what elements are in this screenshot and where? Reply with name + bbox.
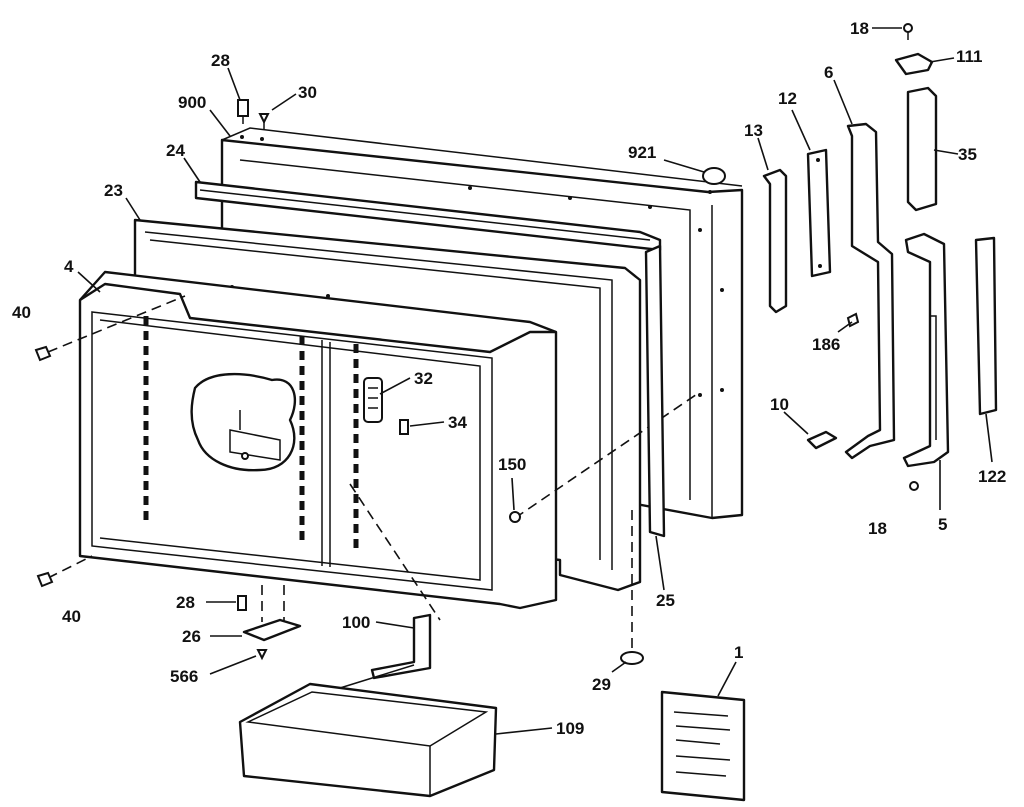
callout-5: 5 <box>938 515 947 534</box>
plug-921 <box>702 167 726 185</box>
callout-4: 4 <box>64 257 74 276</box>
callout-40-upper: 40 <box>12 303 31 322</box>
callout-900: 900 <box>178 93 206 112</box>
callout-34: 34 <box>448 413 467 432</box>
clip-34 <box>399 419 409 435</box>
callout-30: 30 <box>298 83 317 102</box>
screw-18-top <box>903 23 913 40</box>
callout-35: 35 <box>958 145 977 164</box>
shim-10 <box>806 430 838 450</box>
channel-35 <box>906 86 938 212</box>
bracket-26 <box>242 585 302 642</box>
callout-40-lower: 40 <box>62 607 81 626</box>
bracket-111 <box>894 52 934 76</box>
callout-32: 32 <box>414 369 433 388</box>
screw-150 <box>509 511 521 523</box>
callout-1: 1 <box>734 643 743 662</box>
callout-12: 12 <box>778 89 797 108</box>
callout-566: 566 <box>170 667 198 686</box>
callout-23: 23 <box>104 181 123 200</box>
callout-28-top: 28 <box>211 51 230 70</box>
clip-40-lower <box>36 571 54 588</box>
hinge-5 <box>902 232 950 468</box>
hinge-bracket-13 <box>762 168 788 314</box>
screw-566 <box>256 649 268 661</box>
channel-12 <box>806 148 832 278</box>
screw-18-bottom <box>909 481 919 491</box>
callout-111: 111 <box>956 47 983 66</box>
callout-26: 26 <box>182 627 201 646</box>
liner-4 <box>47 270 701 610</box>
callout-186: 186 <box>812 335 840 354</box>
callout-122: 122 <box>978 467 1006 486</box>
hinge-6 <box>844 122 896 460</box>
callout-100: 100 <box>342 613 370 632</box>
callout-28-bottom: 28 <box>176 593 195 612</box>
callout-25: 25 <box>656 591 675 610</box>
screw-28-bottom <box>237 595 247 611</box>
callout-24: 24 <box>166 141 185 160</box>
control-32 <box>363 377 383 423</box>
callout-29: 29 <box>592 675 611 694</box>
callout-6: 6 <box>824 63 833 82</box>
callout-921: 921 <box>628 143 656 162</box>
clip-40-upper <box>34 345 52 362</box>
leveling-foot-29 <box>620 510 644 665</box>
callout-18-bottom: 18 <box>868 519 887 538</box>
callout-150: 150 <box>498 455 526 474</box>
screw-28-top <box>237 99 249 124</box>
instruction-card-1 <box>660 690 746 802</box>
strip-122 <box>974 236 998 416</box>
callout-10: 10 <box>770 395 789 414</box>
screw-30 <box>258 113 270 130</box>
callout-13: 13 <box>744 121 763 140</box>
leader-lines <box>77 27 993 735</box>
drain-trough-100 <box>339 483 441 689</box>
callout-18-top: 18 <box>850 19 869 38</box>
mullion-25 <box>644 244 666 538</box>
drip-pan-109 <box>238 682 498 798</box>
callout-109: 109 <box>556 719 584 738</box>
